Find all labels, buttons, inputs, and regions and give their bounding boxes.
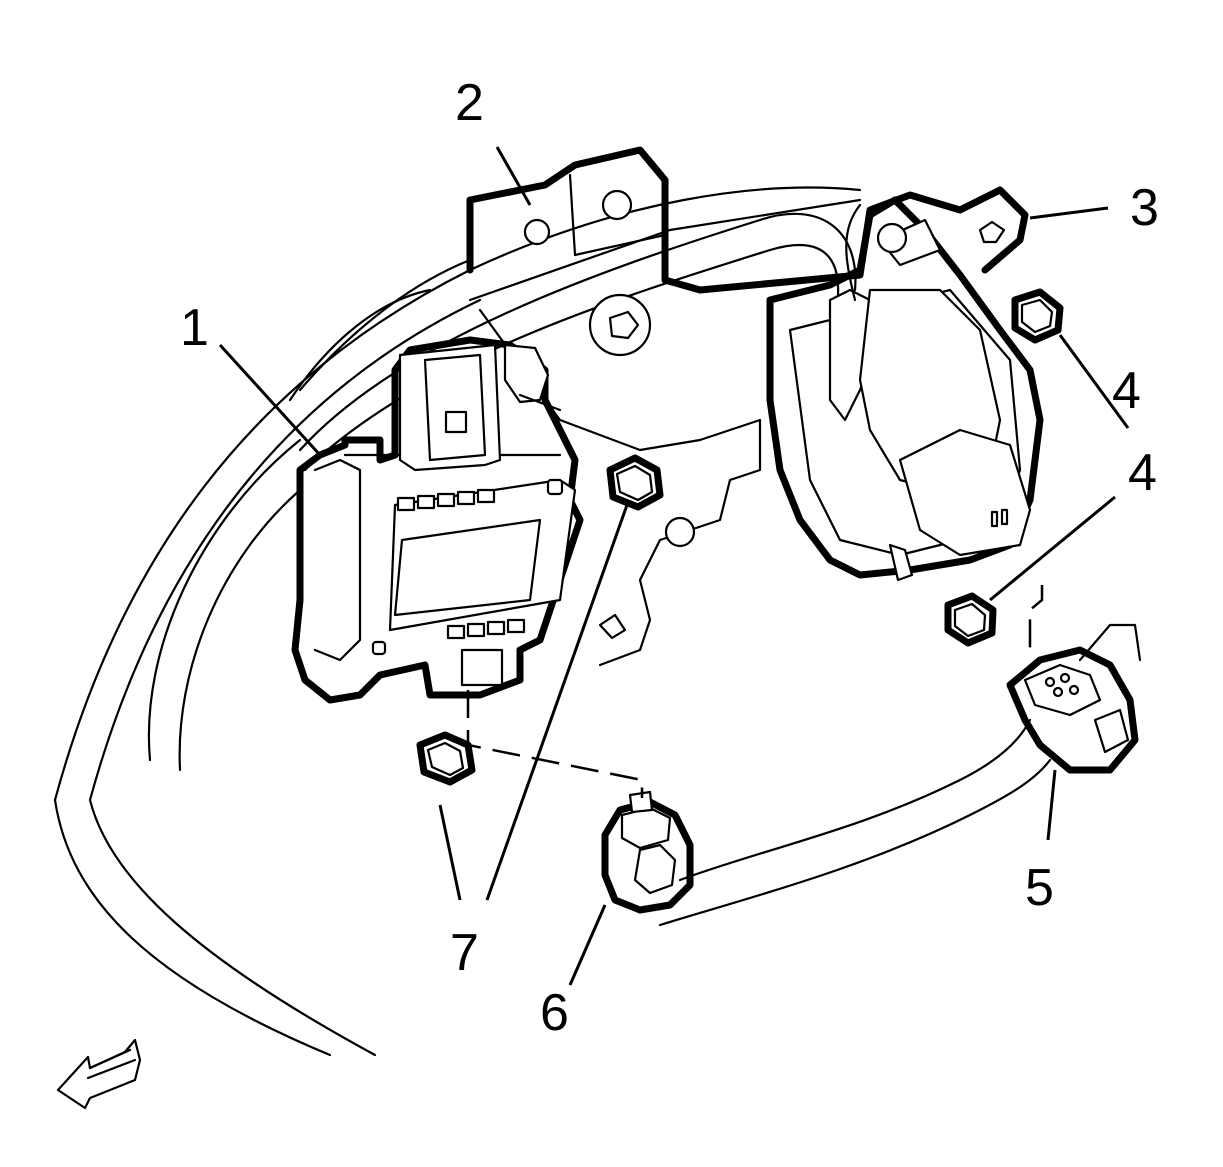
callout-6: 6 [540, 984, 569, 1042]
leader-lines [218, 146, 1130, 986]
callout-4-upper: 4 [1112, 362, 1141, 420]
callout-3: 3 [1130, 179, 1159, 237]
nut-module-left [416, 731, 476, 786]
mounting-bracket [466, 146, 1029, 667]
module-pin-row-bottom [446, 618, 526, 640]
arrow-icon [56, 1038, 142, 1110]
callout-4-lower: 4 [1128, 444, 1157, 502]
connector-6 [601, 790, 694, 914]
connector-5 [1006, 623, 1142, 774]
wiring-harness-lower [658, 718, 1052, 927]
sensor-device [766, 196, 1044, 582]
body-panel [53, 186, 862, 1057]
callout-5: 5 [1025, 859, 1054, 917]
module-pin-row-top [396, 488, 496, 512]
control-module [291, 336, 584, 704]
nut-lower-right [944, 592, 997, 647]
callout-1: 1 [180, 299, 209, 357]
connection-dashes [466, 585, 1044, 798]
nut-module-right [606, 454, 664, 511]
callout-7: 7 [450, 924, 479, 982]
nut-upper-right [1011, 288, 1064, 344]
callout-2: 2 [455, 74, 484, 132]
